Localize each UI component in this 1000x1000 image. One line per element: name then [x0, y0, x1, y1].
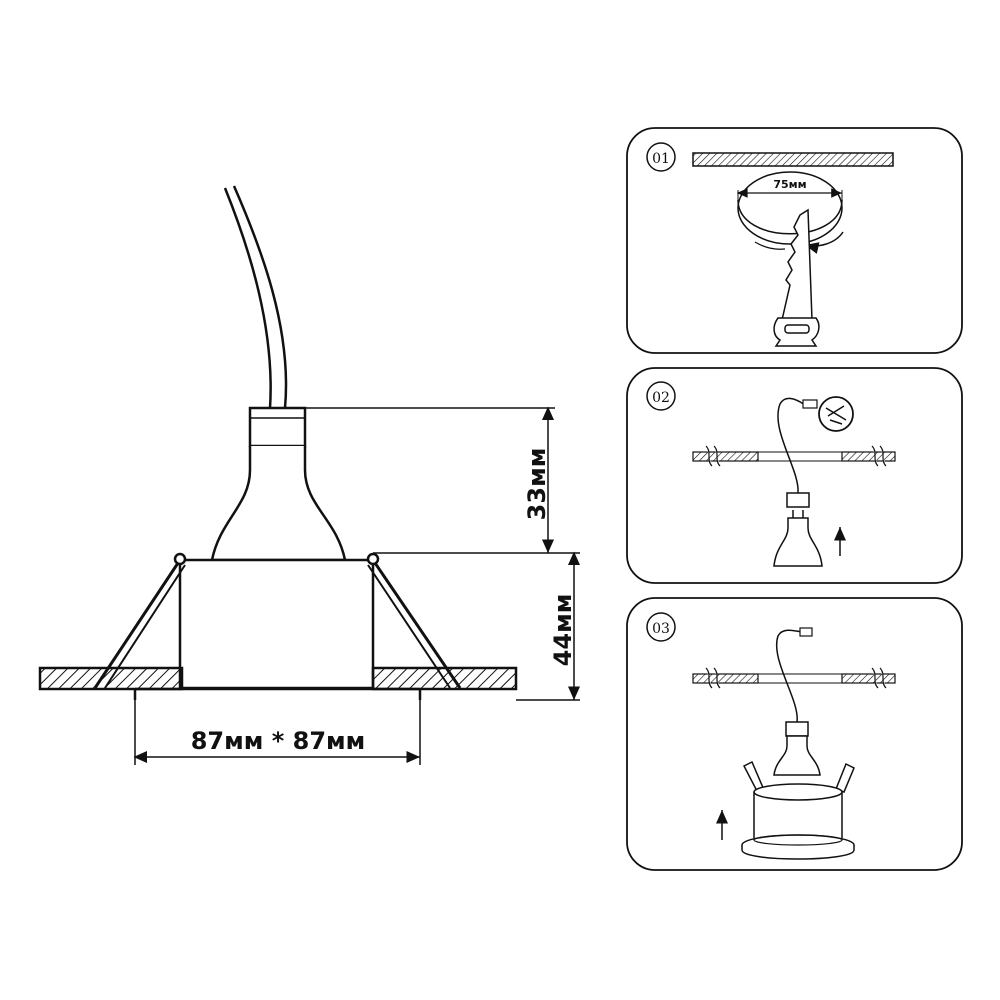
dimension-height-bottom: 44мм	[549, 594, 577, 667]
pivot-right	[366, 552, 380, 566]
pivot-left	[173, 552, 187, 566]
step-01-panel: 01 75мм	[626, 127, 963, 354]
step-02-panel: 02	[626, 367, 963, 584]
step-number: 02	[652, 390, 670, 406]
lamp-bulb	[773, 517, 823, 567]
housing-body	[178, 558, 375, 690]
spring-clip-left	[93, 559, 182, 689]
step-number: 01	[652, 151, 670, 167]
lamp-bulb	[210, 446, 347, 562]
cut-diameter-label: 75мм	[773, 178, 806, 191]
wire	[223, 187, 272, 409]
step-03-panel: 03	[626, 597, 963, 871]
wire	[232, 185, 288, 409]
main-fixture-drawing	[38, 185, 518, 700]
lamp-bulb	[773, 735, 821, 776]
lamp-socket	[248, 406, 307, 448]
step-number: 03	[652, 621, 670, 637]
spring-clip-right	[371, 559, 462, 689]
dimension-width: 87мм * 87мм	[191, 727, 366, 755]
dimension-lines	[133, 406, 580, 765]
dimension-height-top: 33мм	[523, 448, 551, 521]
saw-icon	[773, 208, 820, 347]
